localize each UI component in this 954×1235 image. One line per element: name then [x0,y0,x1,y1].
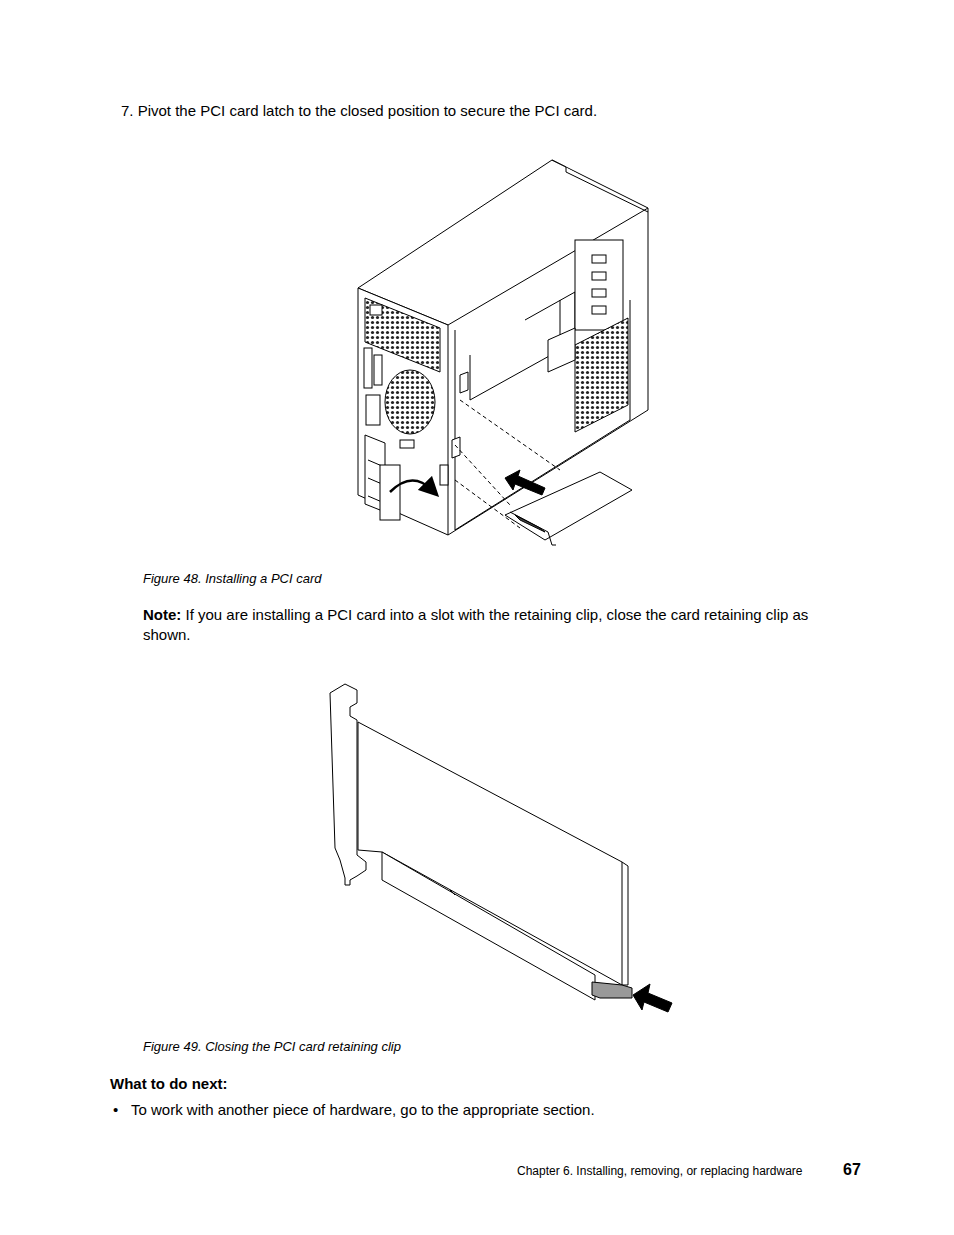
bullet-text: To work with another piece of hardware, … [131,1100,595,1120]
step-text: 7. Pivot the PCI card latch to the close… [121,101,597,121]
pci-card-install [390,400,632,545]
footer-text: Chapter 6. Installing, removing, or repl… [517,1164,802,1180]
section-heading: What to do next: [110,1074,227,1094]
note-text: If you are installing a PCI card into a … [143,606,808,643]
pci-card-clip [330,684,672,1012]
figure-caption: Figure 48. Installing a PCI card [143,571,321,588]
note-label: Note: [143,606,181,623]
figure-caption: Figure 49. Closing the PCI card retainin… [143,1039,401,1056]
note-block: Note: If you are installing a PCI card i… [143,605,843,644]
bullet: • [113,1100,118,1120]
page-number: 67 [843,1160,861,1181]
